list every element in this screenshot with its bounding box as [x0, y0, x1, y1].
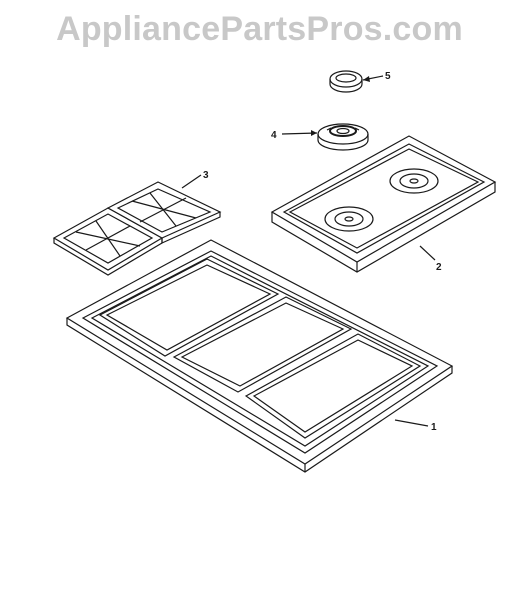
burner-tray-part-2: [270, 135, 497, 273]
burner-head-part-4: [317, 123, 369, 151]
leader-lines: [181, 75, 436, 427]
callout-part-3: 3: [203, 170, 209, 181]
site-watermark: AppliancePartsPros.com: [56, 10, 463, 48]
callout-part-4: 4: [271, 130, 277, 141]
burner-grates-part-3: [52, 181, 222, 276]
callout-part-5: 5: [385, 71, 391, 82]
callout-part-1: 1: [431, 422, 437, 433]
cooktop-frame-part-1: [65, 239, 454, 473]
callout-part-2: 2: [436, 262, 442, 273]
burner-cap-part-5: [329, 70, 363, 93]
